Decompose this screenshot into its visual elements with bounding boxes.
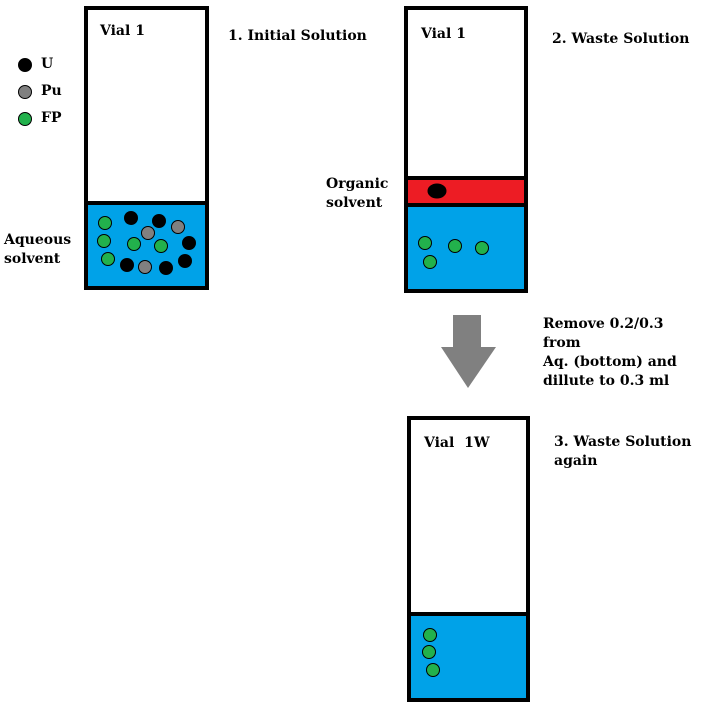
fp-particle xyxy=(448,239,462,253)
u-particle xyxy=(427,183,447,199)
pu-particle xyxy=(138,260,152,274)
fp-particle xyxy=(423,628,437,642)
legend-fp-label: FP xyxy=(41,110,62,126)
organic-solvent-label: Organic solvent xyxy=(326,176,389,211)
step-1-title: 1. Initial Solution xyxy=(228,28,367,44)
fp-particle xyxy=(101,252,115,266)
u-particle xyxy=(152,214,166,228)
legend-fp-marker xyxy=(18,112,32,126)
u-particle xyxy=(178,254,192,268)
down-arrow-icon xyxy=(441,315,496,388)
aqueous-solvent-label: Aqueous solvent xyxy=(4,232,72,267)
vial-1-outline xyxy=(84,6,209,290)
fp-particle xyxy=(418,236,432,250)
fp-particle xyxy=(97,234,111,248)
vial-1-initial xyxy=(84,6,209,290)
legend-u-marker xyxy=(18,58,32,72)
fp-particle xyxy=(127,237,141,251)
legend xyxy=(18,58,32,126)
vial-3-outline xyxy=(407,416,530,702)
vial-1-particles xyxy=(97,211,196,275)
fp-particle xyxy=(423,255,437,269)
fp-particle xyxy=(426,663,440,677)
vial-1-label: Vial 1 xyxy=(100,23,145,39)
fp-particle xyxy=(98,216,112,230)
step-2-title: 2. Waste Solution xyxy=(552,31,690,47)
u-particle xyxy=(124,211,138,225)
legend-pu-marker xyxy=(18,85,32,99)
fp-particle xyxy=(475,241,489,255)
legend-u-label: U xyxy=(41,56,54,72)
step-3-title: 3. Waste Solution again xyxy=(554,434,692,469)
vial-2-organic-layer xyxy=(406,178,526,205)
vial-2-outline xyxy=(404,6,528,293)
transfer-instruction: Remove 0.2/0.3 from Aq. (bottom) and dil… xyxy=(543,316,677,389)
vial-2-label: Vial 1 xyxy=(421,26,466,42)
fp-particle xyxy=(422,645,436,659)
u-particle xyxy=(159,261,173,275)
pu-particle xyxy=(171,220,185,234)
vial-3-label: Vial 1W xyxy=(424,435,490,451)
vial-1-waste xyxy=(404,6,528,293)
vial-1w xyxy=(407,416,530,702)
u-particle xyxy=(182,236,196,250)
legend-pu-label: Pu xyxy=(41,83,62,99)
pu-particle xyxy=(141,226,155,240)
u-particle xyxy=(120,258,134,272)
fp-particle xyxy=(154,239,168,253)
